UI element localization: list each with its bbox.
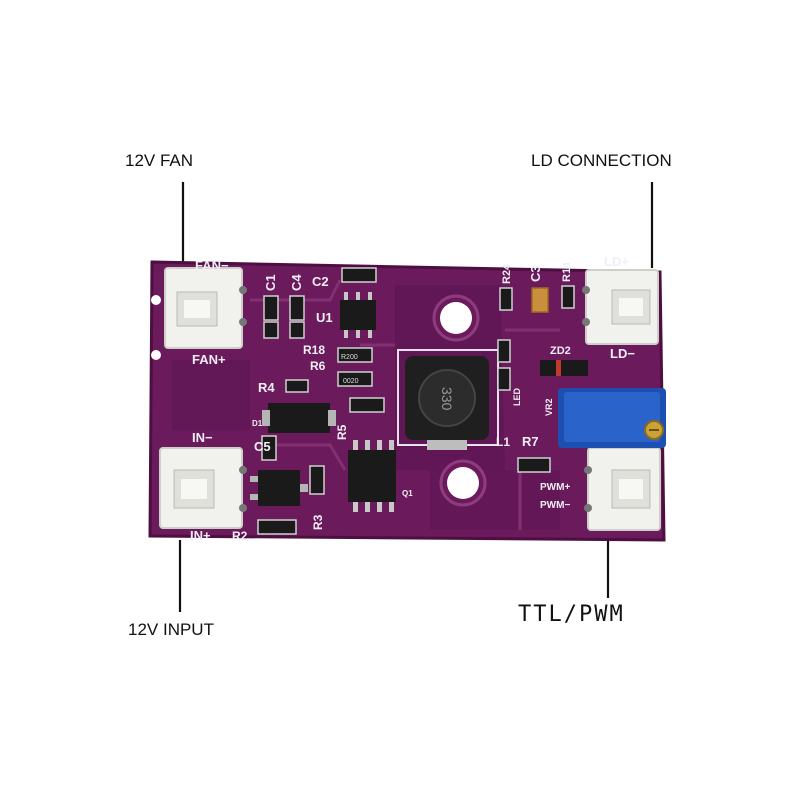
silk-led: LED [512, 387, 522, 406]
capacitor-c3 [531, 287, 549, 313]
zener-zd2 [540, 360, 588, 376]
silk-r4: R4 [258, 380, 275, 395]
silk-vr2: VR2 [544, 398, 554, 416]
silk-r3: R3 [311, 514, 325, 530]
silk-c4: C4 [289, 274, 304, 291]
trimmer-potentiometer-vr2 [558, 388, 666, 448]
silk-c3: C3 [528, 265, 543, 282]
mounting-hole-top [432, 294, 480, 342]
mounting-hole-bottom [439, 459, 487, 507]
inductor-marking: 330 [439, 387, 455, 411]
silk-r6: R6 [310, 359, 326, 373]
silk-l1: L1 [496, 435, 510, 449]
ld-connector [582, 269, 659, 345]
silk-q1: Q1 [402, 489, 413, 498]
inductor-l1 [397, 349, 499, 450]
silk-r7: R7 [522, 434, 539, 449]
silk-c2: C2 [312, 274, 329, 289]
silk-r24: R24 [501, 263, 513, 284]
silk-c1: C1 [263, 274, 278, 291]
silk-r14: R14 [561, 261, 573, 282]
r18-marking: R200 [341, 354, 358, 361]
transistor-q3 [250, 470, 308, 506]
callout-ld-connection: LD CONNECTION [531, 151, 672, 170]
silk-fan-minus: FAN− [195, 258, 229, 273]
silk-ld-minus: LD− [610, 346, 635, 361]
silk-u1: U1 [316, 310, 333, 325]
silk-in-plus: IN+ [190, 528, 211, 543]
ic-q1-soic8 [348, 440, 396, 512]
silk-fan-plus: FAN+ [192, 352, 226, 367]
silk-c5: C5 [254, 439, 271, 454]
silk-r5: R5 [335, 424, 349, 440]
silk-ld-plus: LD+ [604, 254, 629, 269]
silk-pwm-plus: PWM+ [540, 482, 570, 493]
silk-d1: D1 [252, 419, 263, 428]
silk-r18: R18 [303, 343, 325, 357]
ic-u1 [340, 292, 376, 338]
passive-components [257, 267, 575, 535]
silk-r2: R2 [232, 529, 248, 543]
silk-pwm-minus: PWM− [540, 500, 570, 511]
callout-12v-input: 12V INPUT [128, 620, 214, 639]
diode-d1 [262, 403, 336, 433]
r6-marking: 0020 [343, 378, 359, 385]
pwm-connector [584, 447, 661, 531]
silk-zd2: ZD2 [550, 345, 571, 357]
callout-12v-fan: 12V FAN [125, 151, 194, 170]
input-connector [159, 447, 247, 529]
fan-connector [164, 267, 247, 349]
silk-in-minus: IN− [192, 430, 213, 445]
callout-ttl-pwm: TTL/PWM [518, 602, 625, 627]
